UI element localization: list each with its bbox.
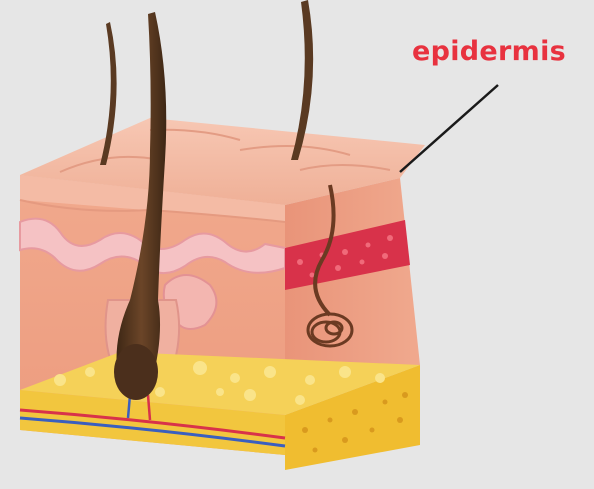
hair-bulb bbox=[114, 344, 158, 400]
epidermis-label: epidermis bbox=[412, 36, 566, 67]
epidermis-callout-line bbox=[400, 85, 498, 172]
